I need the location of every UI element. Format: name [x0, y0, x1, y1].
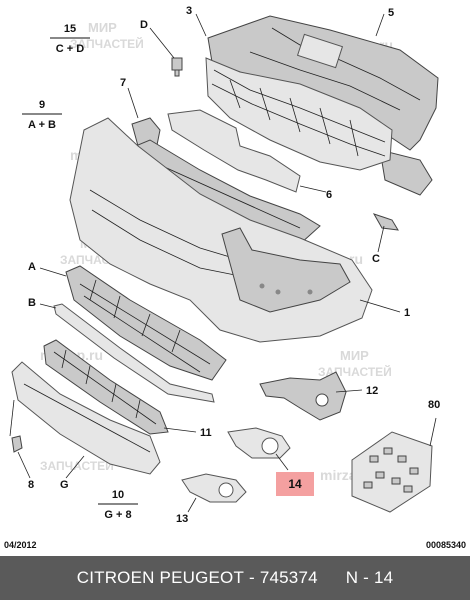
watermark-text: МИР: [88, 20, 117, 35]
fraction-bottom: C + D: [56, 43, 84, 55]
part-number: 745374: [259, 568, 318, 587]
parts-diagram: МИР ЗАПЧАСТЕЙ mirzap.ru mirzap.ru МИР ЗА…: [9, 5, 440, 525]
callout-C: C: [372, 253, 380, 265]
part-B-trim-strip: [53, 303, 215, 403]
part-D-screw: [171, 57, 183, 77]
callout-80: 80: [428, 399, 440, 411]
position-label: N - 14: [345, 568, 394, 587]
footer-date: 04/2012: [4, 540, 37, 550]
part-C-clip: [372, 213, 399, 231]
part-info-bar: CITROEN PEUGEOT - 745374 N - 14: [0, 556, 470, 600]
part-1-bumper-cover: [69, 117, 373, 343]
callout-5: 5: [388, 7, 394, 19]
part-3-upper-grille: [205, 57, 393, 171]
callout-1: 1: [404, 307, 410, 319]
watermark-text: МИР: [340, 348, 369, 363]
part-12-bracket: [259, 371, 347, 421]
callout-B: B: [28, 297, 36, 309]
watermark-text: ЗАПЧАСТЕЙ: [40, 458, 114, 473]
part-11-lower-mesh: [43, 339, 169, 435]
part-14-fog-surround: [227, 427, 291, 459]
callout-8: 8: [28, 479, 34, 491]
callout-12: 12: [366, 385, 378, 397]
fraction-9: 9 A + B: [22, 99, 62, 131]
callout-13: 13: [176, 513, 188, 525]
part-13-fog-surround: [181, 473, 247, 503]
fraction-top: 10: [112, 489, 124, 501]
watermark-text: ЗАПЧАСТЕЙ: [70, 36, 144, 51]
callout-G: G: [60, 479, 69, 491]
callout-14-highlight: 14: [276, 472, 314, 496]
part-6-chrome-trim: [167, 109, 301, 193]
fraction-top: 9: [39, 99, 45, 111]
part-8-clip: [9, 399, 23, 453]
leader-lines: [17, 13, 437, 513]
part-80-clip-kit: [351, 431, 433, 513]
callout-3: 3: [186, 5, 192, 17]
fraction-15: 15 C + D: [50, 23, 90, 55]
footer-reference: 00085340: [425, 540, 466, 550]
fraction-top: 15: [64, 23, 76, 35]
fraction-10: 10 G + 8: [98, 489, 138, 521]
dash-separator: -: [249, 568, 255, 587]
callout-6: 6: [326, 189, 332, 201]
callout-14: 14: [288, 477, 302, 491]
callout-D: D: [140, 19, 148, 31]
part-A-lower-grille: [65, 265, 227, 381]
fraction-bottom: A + B: [28, 119, 56, 131]
brand-label: CITROEN PEUGEOT: [76, 568, 245, 587]
part-G-skid-plate: [11, 361, 161, 475]
callout-7: 7: [120, 77, 126, 89]
fraction-bottom: G + 8: [104, 509, 131, 521]
part-5-front-panel: [207, 15, 439, 196]
callout-A: A: [28, 261, 36, 273]
callout-11: 11: [200, 427, 212, 439]
